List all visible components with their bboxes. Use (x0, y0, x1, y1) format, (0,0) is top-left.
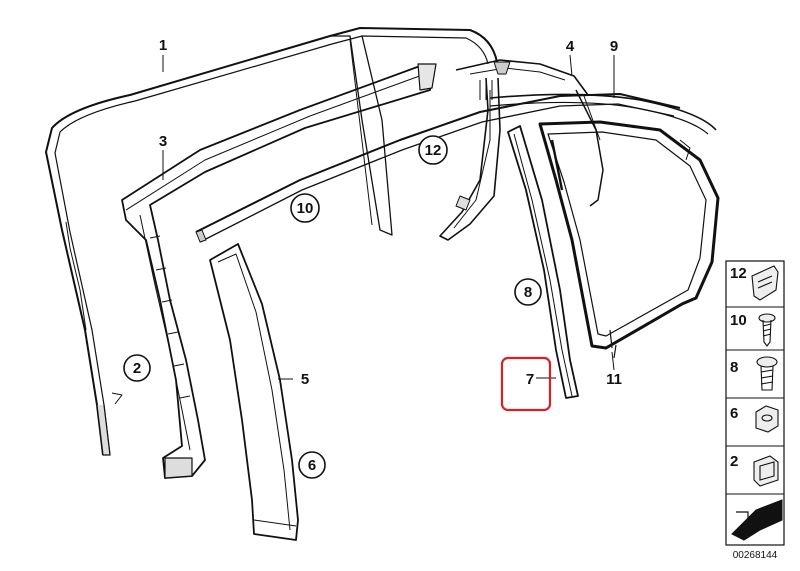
callout-12-text: 12 (425, 142, 442, 159)
screw-icon (758, 313, 776, 347)
callout-6-text: 6 (308, 457, 316, 474)
label-3: 3 (159, 133, 167, 150)
part-3-pillar-trim (121, 63, 437, 479)
part-11-quarter-window (538, 120, 720, 359)
bolt-icon (756, 356, 778, 391)
legend-item-12: 12 (730, 265, 779, 301)
callout-8-text: 8 (524, 284, 532, 301)
part-12-center-post (439, 77, 501, 241)
catalog-number: 00268144 (733, 550, 778, 561)
legend-num-2: 2 (730, 453, 738, 470)
callout-8: 8 (514, 278, 542, 306)
leader-lines (162, 54, 615, 380)
legend-item-8: 8 (730, 356, 778, 391)
callout-2-text: 2 (133, 360, 141, 377)
label-7: 7 (526, 371, 534, 388)
bracket-clip-icon (753, 455, 779, 487)
part-10-window-seal-strip (195, 93, 681, 243)
part-8-door-strip (507, 125, 579, 399)
legend-item-10: 10 (730, 312, 776, 347)
highlight-box (500, 356, 552, 412)
part-4-corner-trim (455, 59, 604, 207)
label-5: 5 (301, 371, 309, 388)
callout-6: 6 (298, 451, 326, 479)
small-parts-legend: 12 10 8 6 (725, 260, 785, 546)
legend-num-8: 8 (730, 359, 738, 376)
legend-item-2: 2 (730, 453, 779, 487)
legend-num-12: 12 (730, 265, 747, 282)
label-4: 4 (566, 38, 575, 55)
callout-12: 12 (418, 135, 448, 165)
highlight-7[interactable]: 7 (500, 356, 552, 412)
part-5-pillar-cover (209, 243, 299, 541)
callout-10-text: 10 (297, 200, 314, 217)
arrow-icon (731, 499, 783, 541)
callout-2: 2 (123, 354, 151, 382)
legend-num-6: 6 (730, 405, 738, 422)
callout-10: 10 (290, 193, 320, 223)
nut-icon (755, 405, 779, 433)
part-1-door-frame-seal (45, 27, 498, 456)
label-1: 1 (159, 37, 167, 54)
clip-icon (751, 265, 779, 301)
part-9-roof-seal (489, 93, 717, 135)
label-11: 11 (606, 371, 622, 388)
legend-item-6: 6 (730, 405, 779, 433)
label-9: 9 (610, 38, 618, 55)
legend-num-10: 10 (730, 312, 747, 329)
